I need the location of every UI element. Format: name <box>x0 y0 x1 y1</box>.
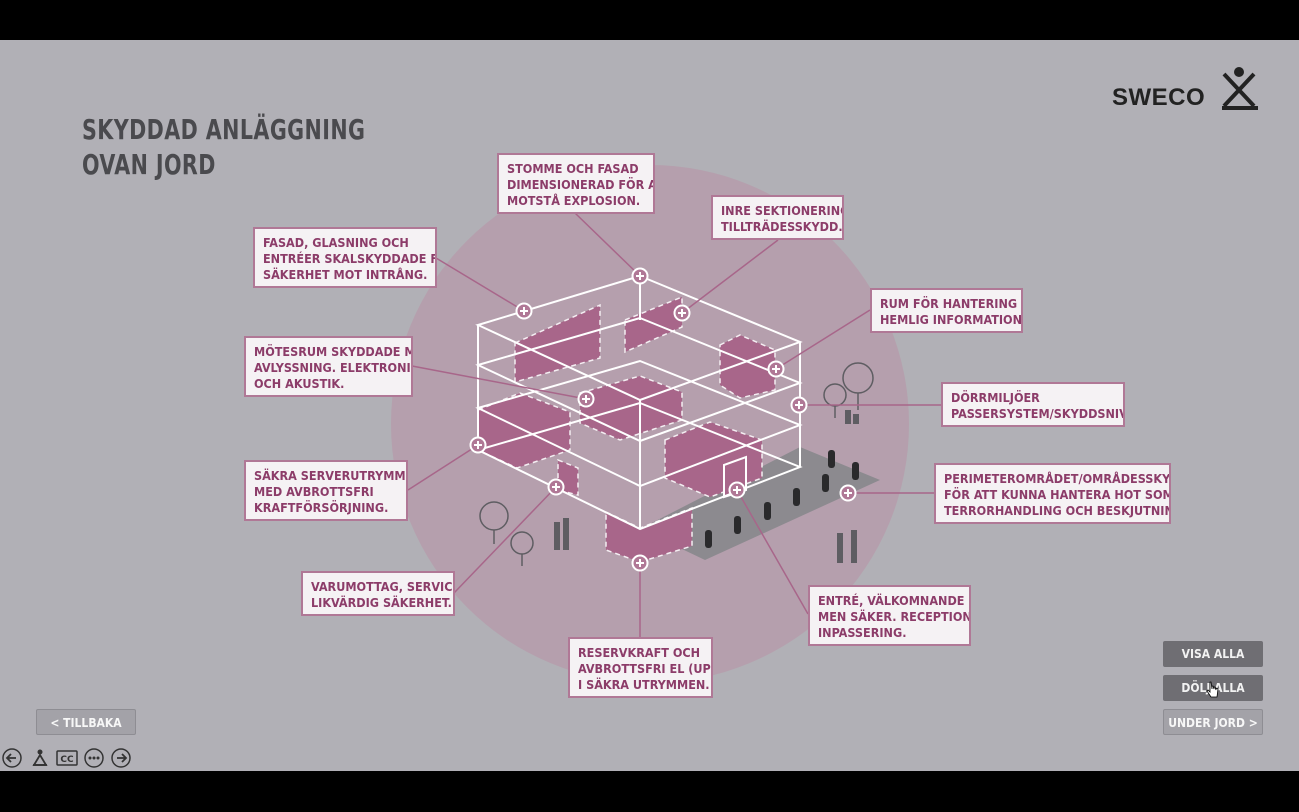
under-jord-button[interactable]: UNDER JORD > <box>1163 709 1263 735</box>
visa-alla-button[interactable]: VISA ALLA <box>1163 641 1263 667</box>
bollards <box>705 450 859 548</box>
building-illustration <box>391 165 941 683</box>
forward-arrow-icon[interactable] <box>111 748 131 768</box>
more-options-icon[interactable] <box>84 748 104 768</box>
mouse-cursor-icon <box>1206 681 1219 698</box>
svg-text:CC: CC <box>60 755 74 765</box>
label-inre-sektionering[interactable]: INRE SEKTIONERING TILLTRÄDESSKYDD. <box>711 195 844 240</box>
label-entre[interactable]: ENTRÉ, VÄLKOMNANDE MEN SÄKER. RECEPTION,… <box>808 585 971 646</box>
logo-text: SWECO <box>1112 84 1206 111</box>
scene-figures <box>479 362 874 566</box>
label-fasad[interactable]: FASAD, GLASNING OCH ENTRÉER SKALSKYDDADE… <box>253 227 437 288</box>
page-title-line-2: OVAN JORD <box>82 148 216 181</box>
captions-cc-button[interactable]: CC <box>56 748 78 768</box>
label-perimeter[interactable]: PERIMETEROMRÅDET/OMRÅDESSKYDD FÖR ATT KU… <box>934 463 1171 524</box>
tillbaka-button[interactable]: < TILLBAKA <box>36 709 136 735</box>
plus-markers <box>469 267 857 572</box>
accessibility-person-icon[interactable] <box>30 748 50 768</box>
label-stomme[interactable]: STOMME OCH FASAD DIMENSIONERAD FÖR ATT M… <box>497 153 655 214</box>
perimeter-ground <box>640 447 880 560</box>
page-title: SKYDDAD ANLÄGGNING OVAN JORD <box>82 112 365 182</box>
label-dorrmiljoer[interactable]: DÖRRMILJÖER PASSERSYSTEM/SKYDDSNIVÅ. <box>941 382 1125 427</box>
label-varumottag[interactable]: VARUMOTTAG, SERVICE, LIKVÄRDIG SÄKERHET. <box>301 571 455 616</box>
logo-figure-icon <box>1222 67 1258 110</box>
label-motesrum[interactable]: MÖTESRUM SKYDDADE MOT AVLYSSNING. ELEKTR… <box>244 336 413 397</box>
label-rum-hemlig[interactable]: RUM FÖR HANTERING AV HEMLIG INFORMATION. <box>870 288 1023 333</box>
sweco-logo: SWECO <box>1112 66 1262 112</box>
slide-stage: SKYDDAD ANLÄGGNING OVAN JORD SWECO STOMM… <box>0 40 1299 771</box>
label-reservkraft[interactable]: RESERVKRAFT OCH AVBROTTSFRI EL (UPS) I S… <box>568 637 713 698</box>
back-arrow-icon[interactable] <box>2 748 22 768</box>
page-title-line-1: SKYDDAD ANLÄGGNING <box>82 113 366 146</box>
label-serverutrymmen[interactable]: SÄKRA SERVERUTRYMMEN MED AVBROTTSFRI KRA… <box>244 460 408 521</box>
